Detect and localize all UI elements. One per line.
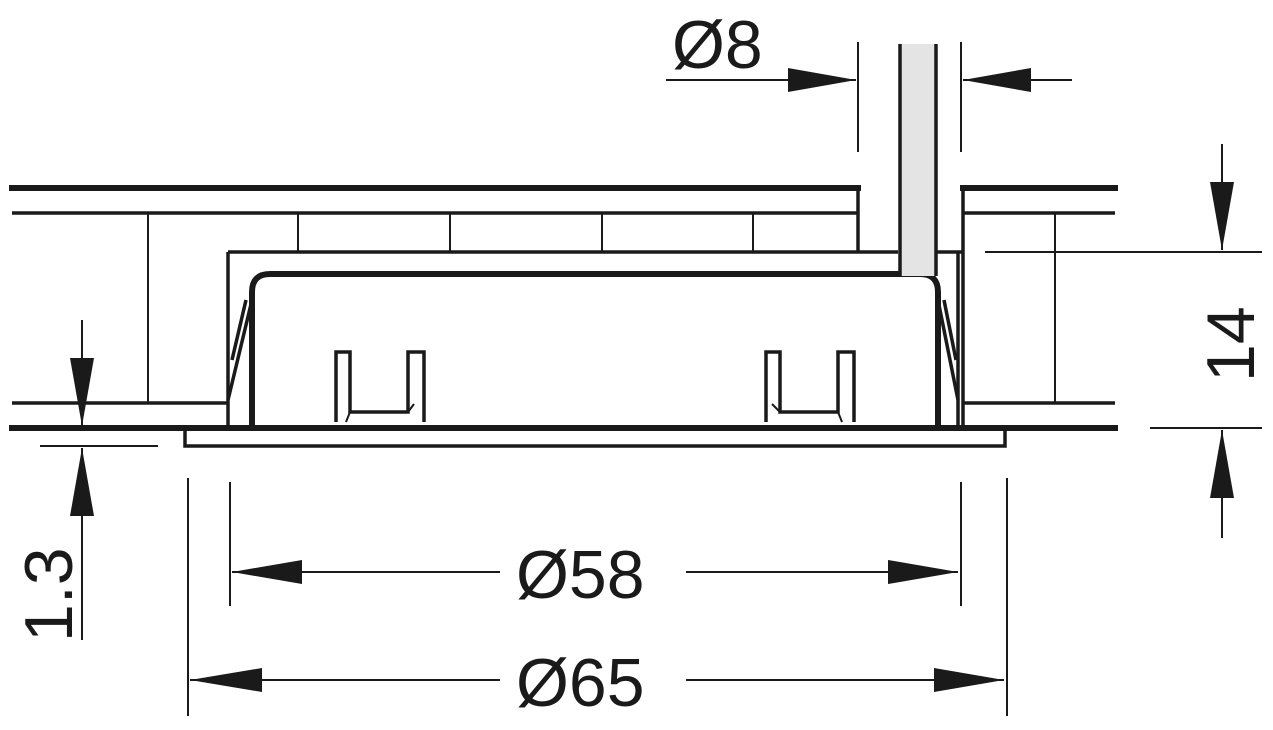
cable-diameter-label: Ø8 (672, 7, 763, 83)
outer-diameter-label: Ø65 (516, 645, 645, 721)
dimension-inner-diameter: Ø58 (229, 482, 962, 613)
inner-diameter-label: Ø58 (516, 537, 645, 613)
recess-cutout (226, 188, 965, 428)
internal-clip-right (764, 350, 856, 423)
dimension-flange-thickness: 1.3 (11, 320, 158, 642)
cable (898, 44, 938, 276)
dimension-outer-diameter: Ø65 (187, 478, 1008, 721)
dimension-cable-diameter: Ø8 (666, 7, 1072, 152)
flange-thickness-label: 1.3 (11, 547, 87, 642)
dimension-installation-depth: 14 (985, 144, 1269, 538)
internal-clip-left (334, 350, 426, 423)
installation-depth-label: 14 (1193, 306, 1269, 382)
mounting-panel (9, 185, 1118, 431)
light-housing (182, 271, 1008, 448)
